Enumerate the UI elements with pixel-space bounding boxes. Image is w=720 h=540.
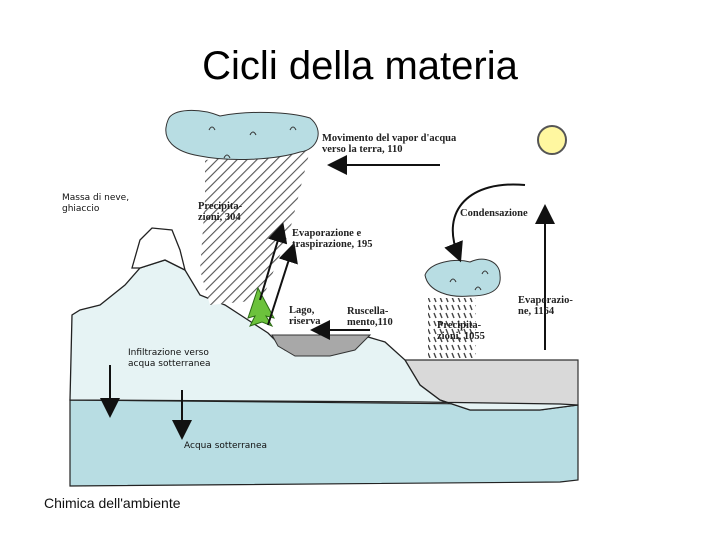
ocean-evaporation-label: Evaporazio- bbox=[518, 295, 573, 306]
sun bbox=[537, 125, 567, 155]
vapor-movement-label: Movimento del vapor d'acqua bbox=[322, 133, 457, 144]
upper-cloud-drops bbox=[208, 126, 297, 159]
evapotranspiration-label-2: traspirazione, 195 bbox=[292, 239, 373, 250]
ocean-precipitation bbox=[428, 298, 476, 358]
infiltration-label: Infiltrazione verso bbox=[128, 348, 209, 358]
lake-label-2: riserva bbox=[289, 316, 321, 327]
flow-arrows bbox=[100, 155, 555, 440]
condensation-arrow bbox=[444, 183, 526, 263]
groundwater-layer bbox=[69, 399, 579, 487]
ocean-cloud-drops bbox=[449, 270, 489, 291]
lake-label: Lago, bbox=[289, 305, 315, 316]
land-precipitation bbox=[200, 150, 310, 305]
snow-ice-cap bbox=[131, 227, 186, 272]
slide-title: Cicli della materia bbox=[202, 44, 518, 88]
ocean-precipitation-label: Precipita- bbox=[437, 320, 482, 331]
ocean-cloud bbox=[424, 258, 501, 297]
groundwater-label: Acqua sotterranea bbox=[184, 441, 267, 451]
lake bbox=[271, 334, 372, 357]
vapor-movement-label-2: verso la terra, 110 bbox=[322, 144, 402, 155]
land-precipitation-label: Precipita- bbox=[198, 201, 243, 212]
land-precipitation-label-2: zioni, 304 bbox=[198, 212, 241, 223]
runoff-label-2: mento,110 bbox=[347, 317, 393, 328]
ocean-precipitation-label-2: zioni, 1055 bbox=[437, 331, 485, 342]
footer-text: Chimica dell'ambiente bbox=[44, 495, 181, 511]
runoff-label: Ruscella- bbox=[347, 306, 389, 317]
condensation-label: Condensazione bbox=[460, 208, 528, 219]
evapotranspiration-label: Evaporazione e bbox=[292, 228, 361, 239]
upper-cloud bbox=[165, 110, 319, 160]
ocean-evaporation-label-2: ne, 1164 bbox=[518, 306, 555, 317]
evapotranspiration-arrow-1 bbox=[259, 222, 288, 301]
evapotranspiration-arrow-2 bbox=[267, 242, 298, 326]
snow-ice-label: Massa di neve, bbox=[62, 193, 129, 203]
snow-ice-label-2: ghiaccio bbox=[62, 204, 100, 214]
infiltration-label-2: acqua sotterranea bbox=[128, 359, 211, 369]
